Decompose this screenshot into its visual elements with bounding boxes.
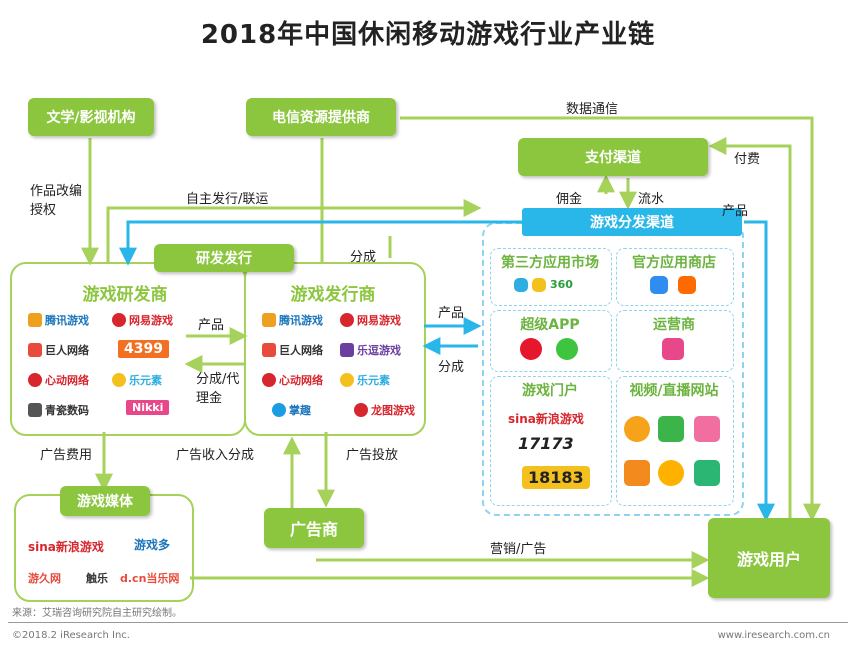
panda-tv-icon <box>694 460 720 486</box>
logo-media-youjiu: 游久网 <box>28 572 61 585</box>
logo-portal-sina-games: sina新浪游戏 <box>508 412 584 426</box>
label-marketing: 营销/广告 <box>490 542 547 557</box>
logo-media-chule: 触乐 <box>86 572 108 585</box>
game-users-node: 游戏用户 <box>708 518 830 598</box>
xd-logo-icon <box>262 373 276 387</box>
huya-icon <box>658 460 684 486</box>
logo-media-youxiduo: 游戏多 <box>134 538 171 552</box>
label-rights: 作品改编授权 <box>30 184 83 218</box>
netease-logo-icon <box>112 313 126 327</box>
third-party-market-panel <box>490 248 612 306</box>
qingci-logo-icon <box>28 403 42 417</box>
label-flow: 流水 <box>638 192 665 207</box>
logo-netease-games: 网易游戏 <box>112 312 173 328</box>
logo-pub-netease-games: 网易游戏 <box>340 312 401 328</box>
logo-pub-tencent-games: 腾讯游戏 <box>262 312 323 328</box>
logo-pub-longtu: 龙图游戏 <box>354 402 415 418</box>
label-ad-income: 广告收入分成 <box>176 448 255 463</box>
label-ad-fee: 广告费用 <box>40 448 93 463</box>
label-share-dist: 分成 <box>438 360 465 375</box>
source-note: 来源：艾瑞咨询研究院自主研究绘制。 <box>12 608 182 619</box>
label-self-publish: 自主发行/联运 <box>186 192 269 207</box>
telecom-provider-node: 电信资源提供商 <box>246 98 396 136</box>
logo-pub-ledou-games: 乐逗游戏 <box>340 342 401 358</box>
logo-pub-xd-network: 心动网络 <box>262 372 323 388</box>
logo-happy-elements: 乐元素 <box>112 372 162 388</box>
label-share-top: 分成 <box>350 250 377 265</box>
app-market-icon <box>514 278 528 292</box>
distribution-channel-node: 游戏分发渠道 <box>522 208 742 236</box>
wechat-icon <box>556 338 578 360</box>
logo-pub-happy-elements: 乐元素 <box>340 372 390 388</box>
ourpalm-logo-icon <box>272 403 286 417</box>
tencent-logo-icon <box>262 313 276 327</box>
logo-media-sina-games: sina新浪游戏 <box>28 540 104 554</box>
giant-logo-icon <box>262 343 276 357</box>
page-title: 2018年中国休闲移动游戏行业产业链 <box>200 20 656 50</box>
shopping-cart-icon <box>662 338 684 360</box>
super-app-panel <box>490 310 612 372</box>
footer-divider <box>8 622 848 623</box>
copyright: ©2018.2 iResearch Inc. <box>12 630 130 641</box>
payment-channel-node: 支付渠道 <box>518 138 708 176</box>
label-pay-fee: 付费 <box>734 152 761 167</box>
ledou-logo-icon <box>340 343 354 357</box>
site-url: www.iresearch.com.cn <box>717 630 830 641</box>
developer-heading: 游戏研发商 <box>82 285 168 305</box>
app-market-icon <box>532 278 546 292</box>
label-data-communication: 数据通信 <box>566 102 619 117</box>
longtu-logo-icon <box>354 403 368 417</box>
label-ad-placement: 广告投放 <box>346 448 399 463</box>
logo-giant-network: 巨人网络 <box>28 342 89 358</box>
xd-logo-icon <box>28 373 42 387</box>
literature-film-node: 文学/影视机构 <box>28 98 154 136</box>
official-store-heading: 官方应用商店 <box>632 255 716 271</box>
logo-pub-giant-network: 巨人网络 <box>262 342 323 358</box>
logo-media-dcn: d.cn当乐网 <box>120 572 180 585</box>
logo-tencent-games: 腾讯游戏 <box>28 312 89 328</box>
rd-publish-node: 研发发行 <box>154 244 294 272</box>
tencent-logo-icon <box>28 313 42 327</box>
netease-logo-icon <box>340 313 354 327</box>
third-party-market-heading: 第三方应用市场 <box>501 255 599 271</box>
publisher-heading: 游戏发行商 <box>290 285 376 305</box>
label-commission: 佣金 <box>556 192 583 207</box>
bilibili-icon <box>694 416 720 442</box>
xiaomi-store-icon <box>678 276 696 294</box>
logo-portal-17173: 17173 <box>518 434 574 453</box>
super-app-heading: 超级APP <box>520 317 580 333</box>
logo-nikki: Nikki <box>126 400 170 415</box>
media-node: 游戏媒体 <box>60 486 150 516</box>
douyu-icon <box>624 460 650 486</box>
official-store-panel <box>616 248 734 306</box>
logo-360: 360 <box>550 278 573 291</box>
logo-qingci-digital: 青瓷数码 <box>28 402 89 418</box>
label-share-agent: 分成/代理金 <box>196 372 240 406</box>
label-product-mid: 产品 <box>198 318 225 333</box>
logo-portal-18183: 18183 <box>522 466 590 489</box>
label-product-right: 产品 <box>722 204 749 219</box>
giant-logo-icon <box>28 343 42 357</box>
app-store-icon <box>650 276 668 294</box>
weibo-icon <box>520 338 542 360</box>
iqiyi-icon <box>658 416 684 442</box>
logo-pub-ourpalm: 掌趣 <box>272 402 311 418</box>
happy-elements-logo-icon <box>112 373 126 387</box>
happy-elements-logo-icon <box>340 373 354 387</box>
advertiser-node: 广告商 <box>264 508 364 548</box>
label-product-dist: 产品 <box>438 306 465 321</box>
operator-heading: 运营商 <box>653 317 695 333</box>
game-portal-heading: 游戏门户 <box>522 383 578 399</box>
logo-xd-network: 心动网络 <box>28 372 89 388</box>
logo-4399: 4399 <box>118 340 169 358</box>
tencent-video-icon <box>624 416 650 442</box>
video-live-heading: 视频/直播网站 <box>629 383 719 399</box>
